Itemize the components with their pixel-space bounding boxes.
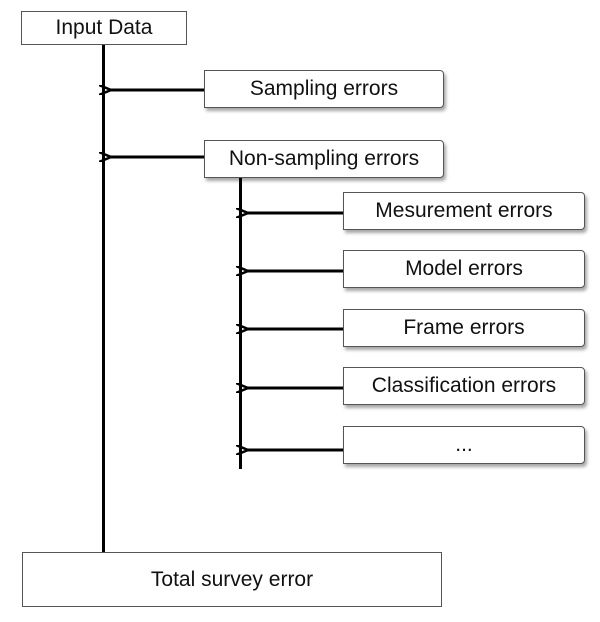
model-errors-box: Model errors: [343, 250, 585, 288]
frame-errors-box: Frame errors: [343, 309, 585, 347]
measurement-errors-label: Mesurement errors: [375, 199, 553, 222]
measurement-errors-box: Mesurement errors: [343, 192, 585, 230]
main-vertical-line: [102, 44, 105, 552]
input-data-box: Input Data: [21, 11, 187, 45]
non-sampling-errors-box: Non-sampling errors: [204, 140, 444, 178]
total-survey-error-box: Total survey error: [22, 552, 442, 607]
input-data-label: Input Data: [55, 16, 153, 39]
sampling-errors-box: Sampling errors: [204, 70, 444, 108]
total-survey-error-label: Total survey error: [150, 567, 314, 591]
other-errors-label: ...: [455, 433, 473, 456]
classification-errors-box: Classification errors: [343, 367, 585, 405]
other-errors-box: ...: [343, 426, 585, 464]
sampling-errors-label: Sampling errors: [249, 77, 399, 100]
model-errors-label: Model errors: [405, 257, 523, 280]
classification-errors-label: Classification errors: [371, 374, 557, 397]
non-sampling-errors-label: Non-sampling errors: [228, 147, 420, 170]
non-sampling-vertical-line: [239, 178, 242, 469]
frame-errors-label: Frame errors: [403, 316, 525, 339]
